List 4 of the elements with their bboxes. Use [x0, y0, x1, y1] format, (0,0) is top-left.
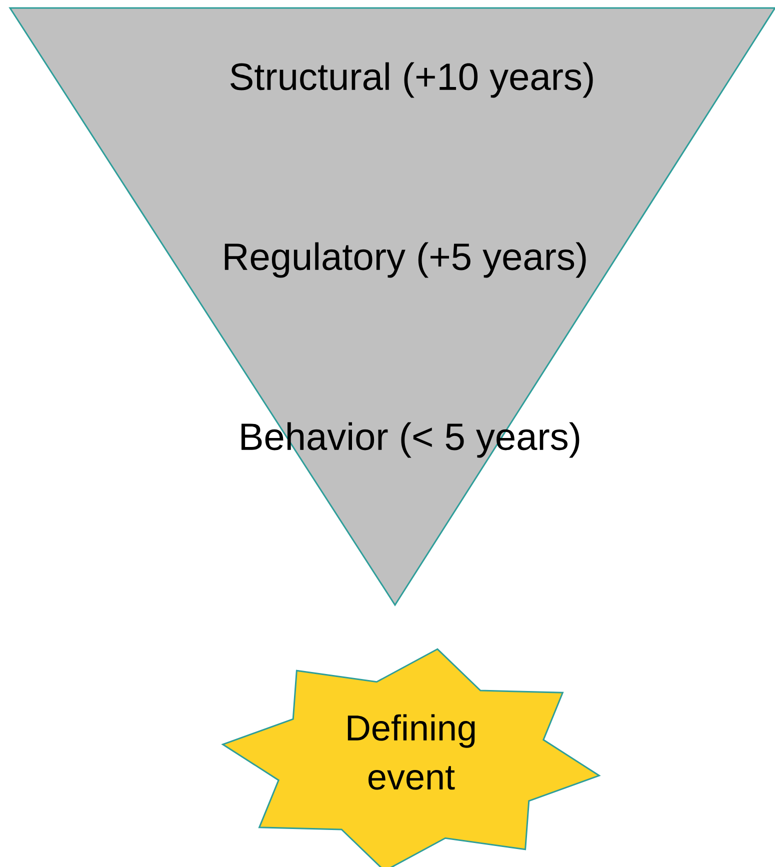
shape-text: Defining event — [348, 714, 475, 790]
shape-text: Regulatory (+5 years) — [224, 242, 586, 278]
shape-text: Structural (+10 years) — [230, 62, 593, 98]
starburst — [221, 648, 601, 867]
